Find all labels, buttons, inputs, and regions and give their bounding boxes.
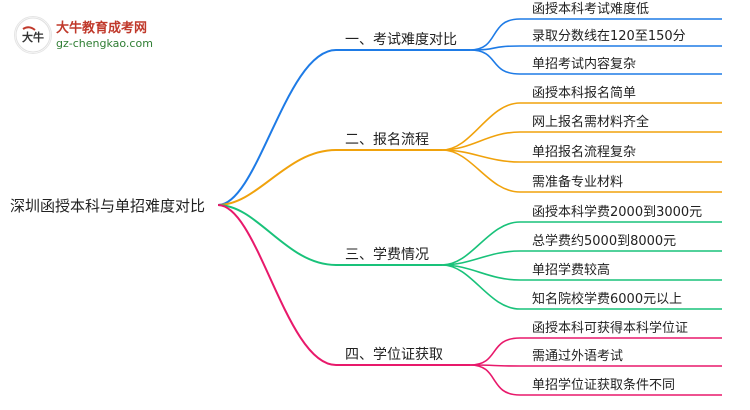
logo-mark-icon: 大牛 <box>14 16 52 54</box>
leaf-label-3-4: 知名院校学费6000元以上 <box>532 291 682 307</box>
branch-connector-3 <box>217 204 337 266</box>
logo-title: 大牛教育成考网 <box>56 21 148 36</box>
leaf-connector-3-3 <box>441 264 521 281</box>
leaf-connector-4-3 <box>469 364 521 396</box>
leaf-connector-1-3 <box>469 49 521 75</box>
leaf-connector-3-4 <box>441 264 521 310</box>
leaf-connector-2-2 <box>441 131 521 151</box>
branch-connector-1 <box>217 49 337 206</box>
leaf-label-1-1: 函授本科考试难度低 <box>532 1 649 17</box>
leaf-connector-1-2 <box>469 45 521 51</box>
leaf-label-2-4: 需准备专业材料 <box>532 174 623 190</box>
branch-label-4: 四、学位证获取 <box>345 347 443 363</box>
branch-connector-2 <box>217 149 337 206</box>
leaf-connector-3-2 <box>441 250 521 266</box>
leaf-label-1-2: 录取分数线在120至150分 <box>532 29 686 44</box>
leaf-connector-3-1 <box>441 221 521 266</box>
leaf-connector-2-4 <box>441 149 521 193</box>
leaf-label-3-2: 总学费约5000到8000元 <box>532 233 676 249</box>
leaf-label-4-1: 函授本科可获得本科学位证 <box>532 320 688 336</box>
leaf-connector-2-3 <box>441 149 521 163</box>
leaf-label-2-3: 单招报名流程复杂 <box>532 144 636 160</box>
root-topic: 深圳函授本科与单招难度对比 <box>10 197 205 215</box>
leaf-label-2-2: 网上报名需材料齐全 <box>532 114 649 130</box>
leaf-label-4-3: 单招学位证获取条件不同 <box>532 377 675 393</box>
branch-label-1: 一、考试难度对比 <box>345 32 457 48</box>
branch-label-3: 三、学费情况 <box>345 247 429 263</box>
logo-url: gz-chengkao.com <box>56 37 153 50</box>
leaf-label-3-1: 函授本科学费2000到3000元 <box>532 204 702 220</box>
branch-label-2: 二、报名流程 <box>345 132 429 148</box>
leaf-connector-2-1 <box>441 102 521 151</box>
leaf-label-1-3: 单招考试内容复杂 <box>532 56 636 72</box>
logo-mark-text: 大牛 <box>22 30 44 44</box>
leaf-label-4-2: 需通过外语考试 <box>532 349 623 364</box>
leaf-label-2-1: 函授本科报名简单 <box>532 85 636 101</box>
leaf-connector-4-1 <box>469 337 521 366</box>
site-logo[interactable]: 大牛 大牛教育成考网 gz-chengkao.com <box>14 14 174 58</box>
branch-connector-4 <box>217 204 337 366</box>
leaf-label-3-3: 单招学费较高 <box>532 262 610 278</box>
